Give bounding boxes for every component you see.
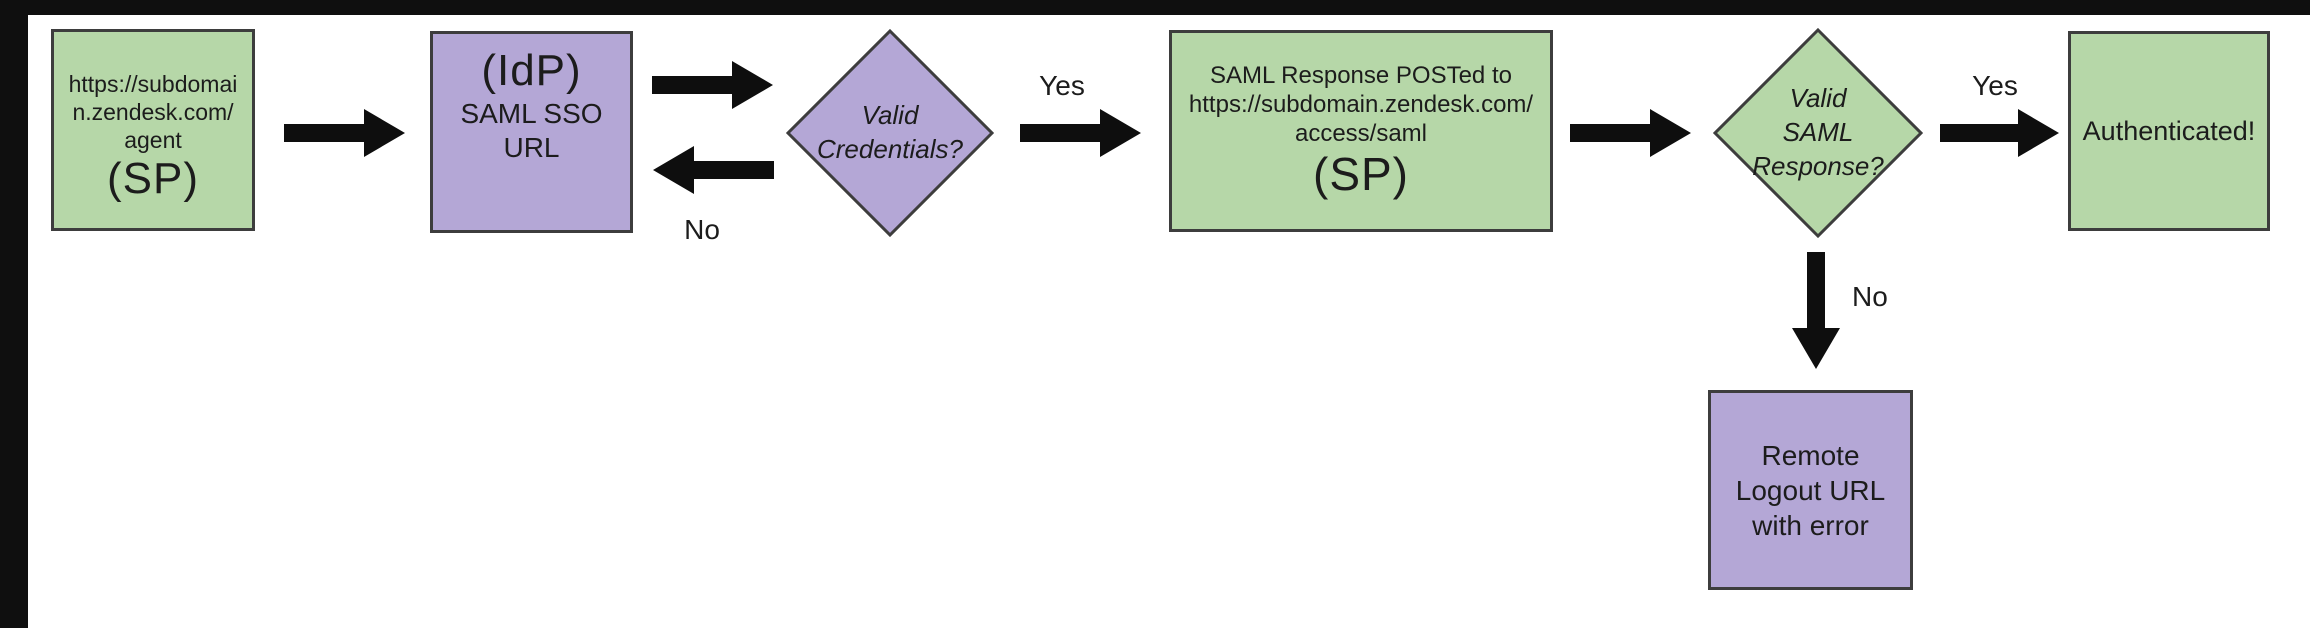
node-idp-label: (IdP) bbox=[481, 46, 582, 95]
arrow-down-icon bbox=[1792, 252, 1840, 369]
diamond-line: Credentials? bbox=[817, 134, 963, 164]
diamond-line: Valid bbox=[1789, 83, 1847, 114]
arrow-right-icon bbox=[652, 60, 774, 110]
node-remote-logout-line: with error bbox=[1752, 509, 1869, 541]
node-sp-start-line: https://subdomai bbox=[68, 70, 238, 97]
arrow-right-icon bbox=[1940, 109, 2059, 157]
node-sp-start-sp-label: (SP) bbox=[107, 153, 199, 203]
arrow-right-icon bbox=[1020, 108, 1142, 158]
diamond-shape-icon bbox=[786, 29, 994, 237]
node-valid-saml-response-label: Valid SAML Response? bbox=[1713, 28, 1923, 238]
frame-top-bar bbox=[0, 0, 2310, 15]
node-valid-credentials: Valid Credentials? bbox=[786, 29, 994, 237]
node-idp-saml-sso-url: (IdP) SAML SSO URL bbox=[430, 31, 633, 233]
node-sp-start: https://subdomai n.zendesk.com/ agent (S… bbox=[51, 29, 255, 231]
diamond-line: Valid bbox=[861, 100, 919, 131]
edge-label-no: No bbox=[684, 214, 720, 245]
arrow-right-icon bbox=[284, 108, 406, 158]
node-idp-line: URL bbox=[503, 131, 560, 163]
edge-label-no: No bbox=[1852, 281, 1888, 312]
arrow-right-icon bbox=[1570, 108, 1692, 158]
arrow-right-icon bbox=[652, 61, 773, 109]
edge-label-yes: Yes bbox=[1972, 70, 2018, 101]
node-remote-logout-line: Remote bbox=[1761, 439, 1860, 471]
diamond-shape-icon bbox=[1713, 28, 1923, 238]
edge-label-yes: Yes bbox=[1039, 70, 1085, 101]
arrow-right-icon bbox=[1940, 108, 2060, 158]
node-saml-response-posted: SAML Response POSTed to https://subdomai… bbox=[1169, 30, 1553, 232]
node-authenticated: Authenticated! bbox=[2068, 31, 2270, 231]
arrow-left-icon bbox=[653, 146, 774, 194]
node-idp-line: SAML SSO bbox=[460, 97, 603, 129]
arrow-left-icon bbox=[652, 145, 774, 195]
node-sp-start-line: n.zendesk.com/ bbox=[72, 98, 234, 125]
node-valid-saml-response: Valid SAML Response? bbox=[1713, 28, 1923, 238]
node-valid-credentials-label: Valid Credentials? bbox=[786, 29, 994, 237]
node-authenticated-label: Authenticated! bbox=[2082, 115, 2256, 146]
frame-left-bar bbox=[0, 0, 28, 628]
diamond-line: SAML bbox=[1782, 117, 1854, 148]
node-saml-post-line: https://subdomain.zendesk.com/ bbox=[1188, 90, 1534, 118]
diamond-line: Response? bbox=[1752, 150, 1884, 181]
node-saml-post-line: access/saml bbox=[1294, 120, 1428, 148]
arrow-right-icon bbox=[1570, 109, 1691, 157]
arrow-right-icon bbox=[1020, 109, 1141, 157]
node-saml-post-line: SAML Response POSTed to bbox=[1210, 61, 1512, 89]
node-remote-logout-line: Logout URL bbox=[1735, 474, 1886, 506]
node-sp-start-line: agent bbox=[124, 126, 182, 153]
node-saml-post-sp-label: (SP) bbox=[1313, 148, 1409, 201]
arrow-down-icon bbox=[1791, 252, 1841, 370]
node-remote-logout-error: Remote Logout URL with error bbox=[1708, 390, 1913, 590]
arrow-right-icon bbox=[284, 109, 405, 157]
